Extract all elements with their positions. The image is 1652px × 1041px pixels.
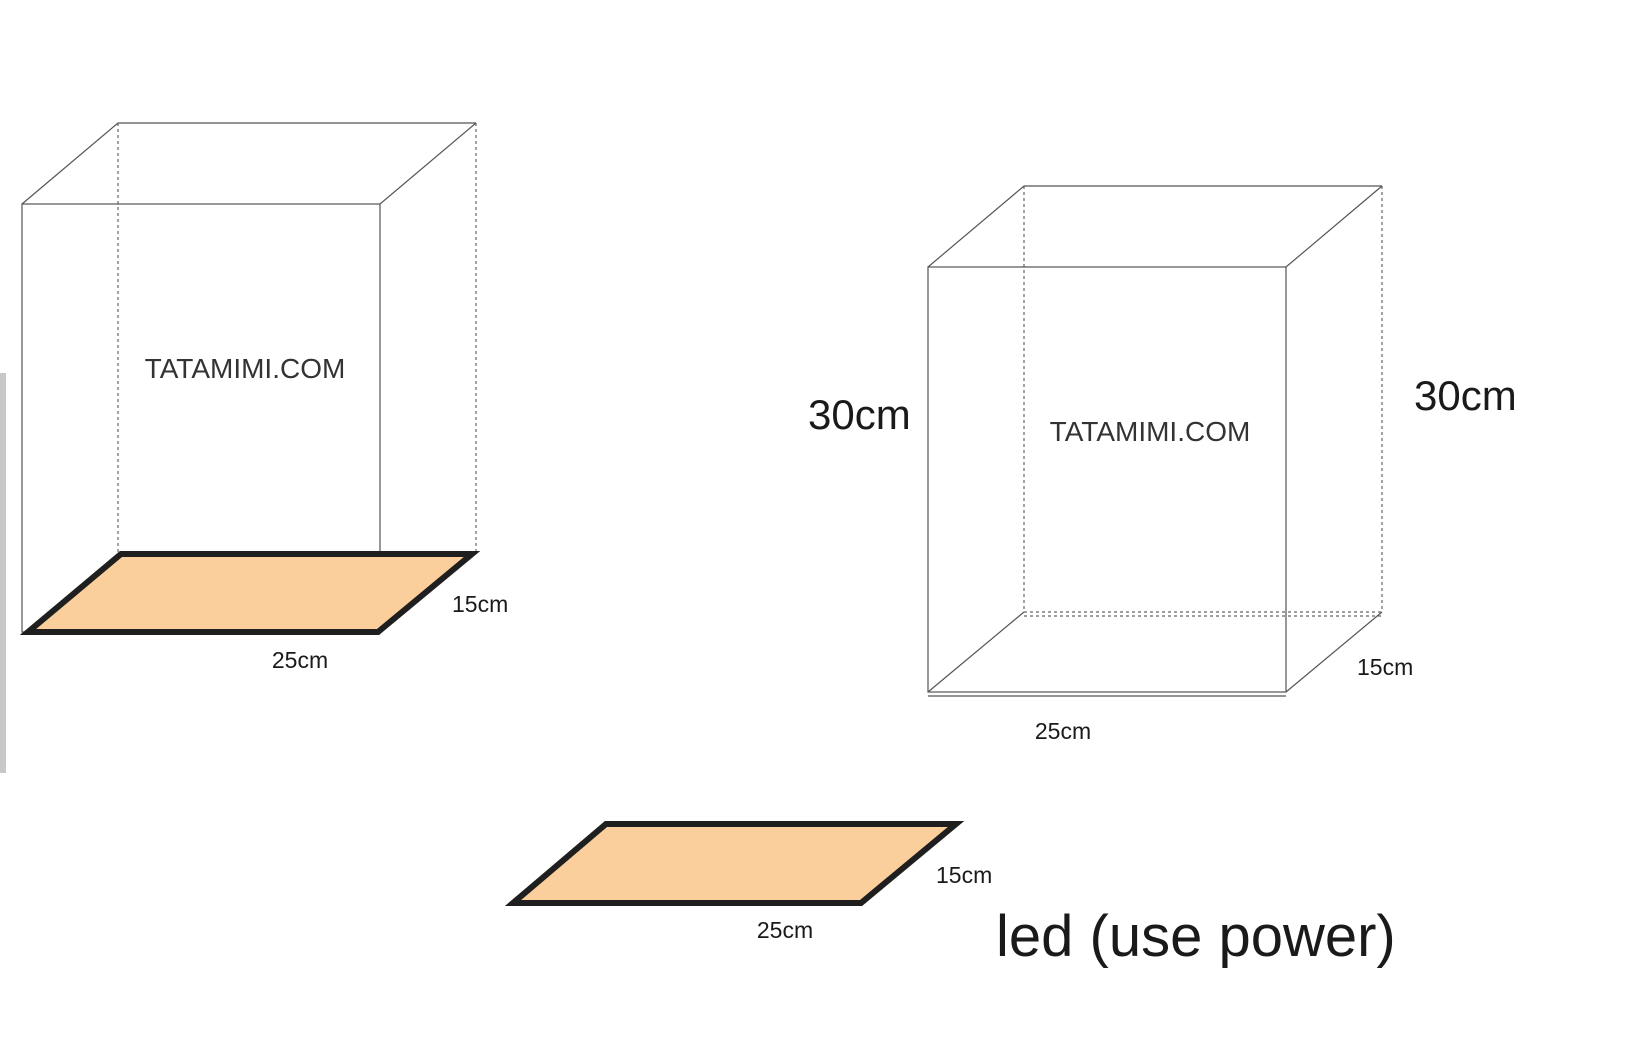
left-side-bar: [0, 373, 6, 773]
left-box-led-panel: [19, 551, 481, 635]
right-box-bottom-right-edge: [1285, 611, 1383, 693]
led-panel: [504, 821, 965, 906]
led-panel-caption: led (use power): [996, 904, 1396, 969]
right-box-brand-text: TATAMIMI.COM: [1050, 416, 1251, 447]
right-box-width-label: 25cm: [1035, 718, 1091, 744]
right-box-top-left-edge: [927, 185, 1025, 268]
right-box-height-label-right: 30cm: [1414, 372, 1517, 419]
left-box: TATAMIMI.COM 15cm 25cm: [19, 122, 508, 673]
left-box-width-label: 25cm: [272, 647, 328, 673]
left-box-top-left-edge: [21, 122, 119, 205]
left-box-top-right-edge: [379, 122, 477, 205]
right-box-top-right-edge: [1285, 185, 1383, 268]
right-box-depth-label: 15cm: [1357, 654, 1413, 680]
right-box-front-face: [927, 266, 1287, 693]
right-box-height-label-left: 30cm: [808, 391, 911, 438]
left-box-brand-text: TATAMIMI.COM: [145, 353, 346, 384]
led-panel-depth-label: 15cm: [936, 862, 992, 888]
right-box: TATAMIMI.COM 30cm 30cm 15cm 25cm: [808, 185, 1517, 744]
led-panel-group: 15cm 25cm led (use power): [504, 821, 1396, 969]
left-box-depth-label: 15cm: [452, 591, 508, 617]
right-box-bottom-left-edge: [927, 611, 1025, 693]
led-panel-width-label: 25cm: [757, 917, 813, 943]
